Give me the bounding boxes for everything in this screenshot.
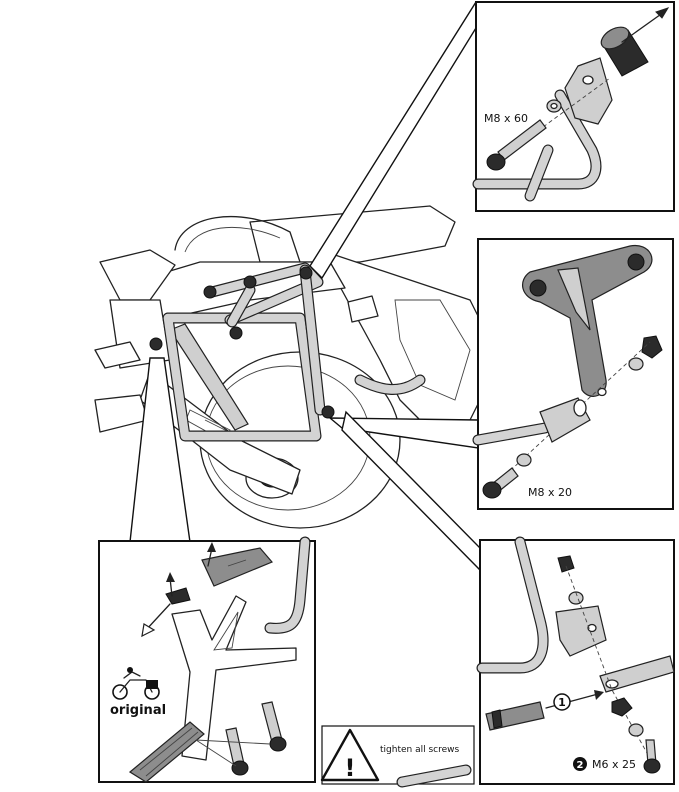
moto-rider-head — [127, 667, 133, 673]
frame-rear-leg-inner — [300, 265, 325, 415]
middle-bracket-bolt-2 — [627, 253, 645, 271]
br-insert-arrowhead — [594, 690, 604, 700]
br-axis — [565, 565, 653, 763]
tighten-warning: ! tighten all screws — [320, 725, 475, 788]
top-tube-2-inner — [525, 145, 553, 201]
mudguard-detail — [394, 299, 471, 401]
bl-mount-bar — [201, 547, 273, 587]
spacer-top — [600, 26, 630, 50]
detail-bottom-right-frame — [479, 539, 675, 785]
detail-top: M8 x 60 — [472, 1, 675, 212]
warning-triangle-icon — [320, 728, 380, 782]
detail-bottom-right: 1 2 M6 x 25 — [476, 536, 675, 785]
top-bolt-label: M8 x 60 — [484, 112, 528, 125]
mount-bolt-5 — [321, 405, 335, 419]
br-washer-bottom — [628, 723, 644, 737]
bl-cap-arrow-head — [166, 572, 175, 582]
tighten-tool-inner — [397, 765, 471, 787]
tighten-label: tighten all screws — [380, 745, 459, 755]
top-tube-inner — [473, 90, 601, 189]
br-nut-bottom — [611, 697, 633, 717]
bl-bolt-2-head — [231, 760, 249, 776]
bl-footpeg-ribs — [139, 727, 199, 777]
mount-bolt-4 — [229, 326, 243, 340]
top-arrow-head — [655, 7, 670, 19]
middle-bolt-head — [482, 481, 502, 499]
pannier-frame-inner — [163, 313, 321, 441]
middle-bolt-label: M8 x 20 — [528, 486, 572, 499]
br-tab-hole — [587, 623, 597, 633]
exhaust-hanger-inner — [355, 375, 425, 394]
bracket-hole — [582, 75, 594, 85]
bl-footpeg-bracket — [171, 595, 297, 761]
step-1-circle — [553, 693, 571, 711]
side-cover — [99, 249, 176, 301]
middle-clamp-hole — [573, 399, 587, 417]
middle-bracket-rib — [557, 267, 591, 331]
bl-left-arrow-shaft — [145, 603, 171, 631]
br-bracket-tab — [555, 605, 607, 657]
top-bracket-plate — [564, 57, 613, 125]
middle-bracket-bolt-1 — [529, 279, 547, 297]
br-rail-hole — [605, 679, 619, 689]
detail-bottom-left: original — [98, 536, 316, 783]
mount-bolt-6 — [149, 337, 163, 351]
shock-absorber — [169, 323, 249, 431]
indicator — [347, 295, 379, 323]
step-1-number: 1 — [558, 696, 566, 709]
bottom-bolt-label: M6 x 25 — [592, 758, 636, 771]
bl-bolt-1-head — [269, 736, 287, 752]
step-2-number: 2 — [577, 760, 584, 771]
grab-rail — [174, 215, 301, 263]
bl-tube-inner — [265, 537, 310, 633]
bl-mount-slot — [227, 559, 247, 567]
warning-mark: ! — [345, 754, 356, 782]
top-washer-hole — [550, 102, 558, 110]
moto-pannier — [146, 680, 158, 689]
top-bolt-head — [486, 153, 506, 171]
bl-cap — [165, 587, 191, 605]
bl-bracket-cutout — [213, 611, 239, 651]
grab-rail-inner — [184, 226, 281, 253]
middle-nut — [641, 335, 663, 359]
middle-washer-left — [516, 453, 532, 467]
top-arrow-shaft — [621, 11, 665, 43]
frame-upright-inner — [227, 285, 255, 327]
bl-bolt-leaders — [195, 739, 271, 767]
br-bolt-head — [643, 758, 661, 774]
br-tube-inner — [477, 537, 548, 673]
br-washer-top — [568, 591, 584, 605]
mount-bolt-3 — [299, 266, 313, 280]
mount-bolt-1 — [203, 285, 217, 299]
mount-bolt-2 — [243, 275, 257, 289]
bl-arrow-up-head — [207, 542, 216, 552]
passenger-footpeg — [94, 394, 149, 433]
middle-washer-right — [628, 357, 644, 371]
footpeg-bracket — [94, 341, 141, 369]
middle-bracket-hole — [597, 387, 607, 397]
br-insert-cap — [491, 709, 503, 729]
step-2-circle — [573, 757, 587, 771]
motorcycle-rear-illustration — [94, 205, 501, 529]
bl-left-arrow-head — [141, 623, 156, 638]
middle-tube-inner — [473, 423, 550, 445]
original-label: original — [110, 703, 166, 718]
motorcycle-icon — [112, 667, 160, 700]
br-nut-top — [557, 555, 575, 573]
bl-footpeg — [128, 721, 205, 783]
detail-middle: M8 x 20 — [472, 238, 674, 510]
